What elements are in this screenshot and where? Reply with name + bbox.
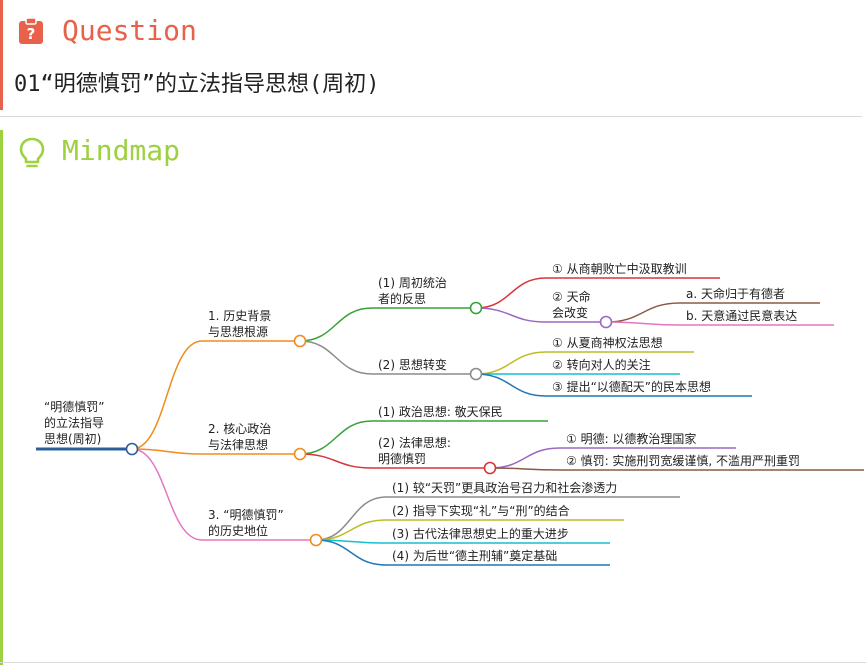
mindmap-node-label-level-1: 2. 核心政治 bbox=[208, 422, 271, 436]
svg-text:?: ? bbox=[27, 25, 36, 43]
mindmap-node-dot bbox=[293, 334, 307, 348]
mindmap-connector bbox=[131, 448, 203, 541]
mindmap-node-dot bbox=[469, 367, 483, 381]
mindmap-connector bbox=[475, 351, 547, 375]
mindmap-connector bbox=[299, 453, 373, 469]
mindmap-node-dot bbox=[483, 461, 497, 475]
mindmap-node-label-level-2: (2) 法律思想: bbox=[378, 435, 451, 450]
mindmap-node-label-level-2: (4) 为后世“德主刑辅”奠定基础 bbox=[392, 548, 557, 563]
lightbulb-icon bbox=[19, 137, 45, 168]
mindmap-node-label-level-2: (2) 思想转变 bbox=[378, 357, 447, 372]
mindmap-node-dot bbox=[125, 442, 139, 456]
question-accent-bar bbox=[0, 0, 3, 110]
mindmap-node-label-level-3: ② 慎罚: 实施刑罚宽缓谨慎, 不滥用严刑重罚 bbox=[566, 453, 800, 468]
mindmap-node-dot bbox=[309, 533, 323, 547]
mindmap-heading: Mindmap bbox=[62, 134, 181, 167]
mindmap-node-label-level-3: ② 转向对人的关注 bbox=[552, 357, 651, 372]
mindmap-node-label-level-3: ③ 提出“以德配天”的民本思想 bbox=[552, 379, 711, 394]
bottom-divider bbox=[0, 662, 866, 663]
mindmap-connector bbox=[299, 340, 373, 375]
mindmap-connector bbox=[489, 467, 561, 471]
mindmap-connector bbox=[605, 321, 681, 326]
question-heading: Question bbox=[62, 14, 197, 47]
mindmap-node-label-level-2: (1) 政治思想: 敬天保民 bbox=[378, 404, 503, 419]
mindmap-connector bbox=[299, 420, 373, 455]
mindmap-connector bbox=[315, 519, 387, 541]
mindmap-node-dot bbox=[293, 447, 307, 461]
mindmap-connector bbox=[299, 307, 373, 342]
mindmap-node-label-level-1: 的历史地位 bbox=[208, 523, 268, 538]
mindmap-node-dot bbox=[599, 315, 613, 329]
mindmap-node-label-level-2: (2) 指导下实现“礼”与“刑”的结合 bbox=[392, 503, 570, 518]
mindmap-node-label-level-3: 会改变 bbox=[552, 305, 588, 320]
mindmap-connector bbox=[315, 539, 387, 566]
mindmap-connector bbox=[131, 448, 203, 455]
root-node-label: 思想(周初) bbox=[44, 431, 101, 446]
mindmap-node-label-level-4: a. 天命归于有德者 bbox=[686, 286, 785, 301]
mindmap-connector bbox=[315, 496, 387, 541]
mindmap-node-dot bbox=[469, 301, 483, 315]
mindmap-node-label-level-2: 明德慎罚 bbox=[378, 451, 426, 466]
mindmap-connector bbox=[475, 373, 547, 397]
clipboard-question-icon: ? bbox=[19, 17, 43, 44]
mindmap-node-label-level-1: 与法律思想 bbox=[208, 437, 268, 452]
mindmap-node-label-level-3: ② 天命 bbox=[552, 289, 591, 304]
root-node-label: “明德慎罚” bbox=[44, 399, 104, 414]
mindmap-node-label-level-3: ① 明德: 以德教治理国家 bbox=[566, 431, 696, 446]
mindmap-node-label-level-2: (1) 周初统治 bbox=[378, 276, 447, 290]
mindmap-connector bbox=[489, 447, 561, 469]
mindmap-connector bbox=[131, 340, 203, 450]
section-divider bbox=[0, 116, 862, 117]
mindmap-node-label-level-2: (1) 较“天罚”更具政治号召力和社会渗透力 bbox=[392, 480, 617, 495]
root-node-label: 的立法指导 bbox=[44, 415, 104, 430]
mindmap-connector bbox=[475, 307, 547, 323]
mindmap-node-label-level-2: 者的反思 bbox=[378, 291, 426, 306]
mindmap-node-label-level-3: ① 从夏商神权法思想 bbox=[552, 335, 663, 350]
mindmap-node-label-level-4: b. 天意通过民意表达 bbox=[686, 308, 797, 323]
mindmap-node-label-level-2: (3) 古代法律思想史上的重大进步 bbox=[392, 526, 569, 541]
mindmap-connector bbox=[475, 277, 547, 309]
mindmap-node-label-level-1: 1. 历史背景 bbox=[208, 309, 271, 323]
mindmap-node-label-level-1: 与思想根源 bbox=[208, 324, 268, 339]
question-text: 01“明德慎罚”的立法指导思想(周初) bbox=[14, 72, 380, 97]
mindmap-connector bbox=[605, 302, 681, 323]
mindmap-node-label-level-1: 3. “明德慎罚” bbox=[208, 507, 284, 522]
mindmap-accent-bar bbox=[0, 130, 3, 665]
mindmap-node-label-level-3: ① 从商朝败亡中汲取教训 bbox=[552, 261, 687, 276]
